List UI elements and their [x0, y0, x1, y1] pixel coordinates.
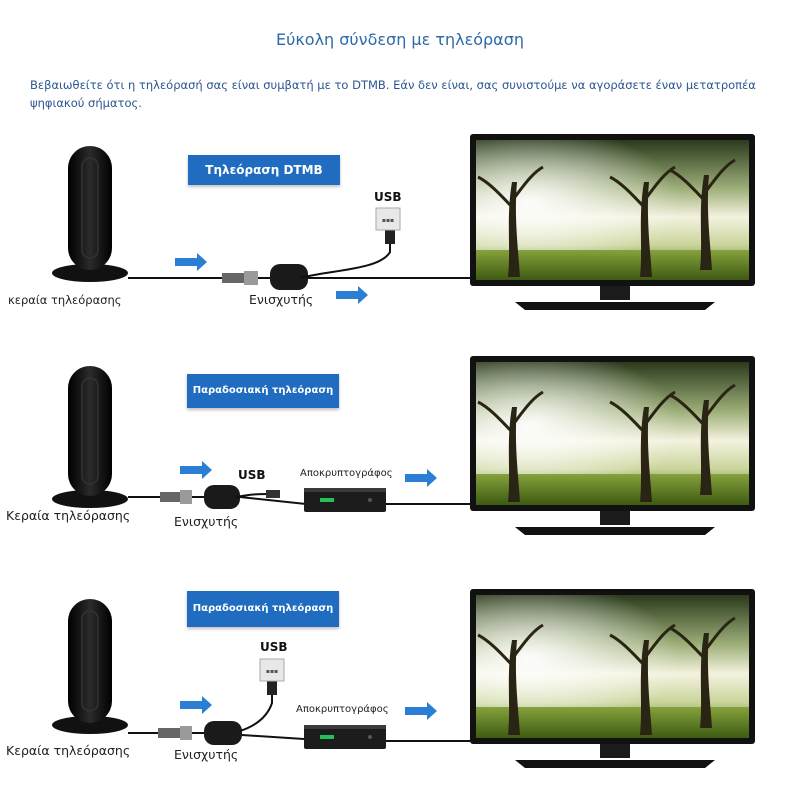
arrow-right-icon [180, 461, 212, 479]
intro-text: Βεβαιωθείτε ότι η τηλεόρασή σας είναι συ… [30, 78, 756, 110]
arrow-right-icon [175, 253, 207, 271]
diagram-dtmb: ▪▪▪ Τηλεόραση DTMB USB κεραία τηλεόρασης… [0, 130, 800, 320]
amplifier-icon [192, 485, 307, 509]
tv-icon [470, 134, 755, 310]
tv-type-badge: Παραδοσιακή τηλεόραση [187, 591, 339, 627]
usb-adapter-icon [235, 490, 280, 498]
traditional-connection-scene-1 [52, 356, 755, 535]
antenna-label: κεραία τηλεόρασης [8, 293, 122, 307]
coax-connector-icon [222, 271, 258, 285]
tv-type-badge: Τηλεόραση DTMB [188, 155, 340, 185]
amplifier-label: Ενισχυτής [174, 747, 239, 762]
usb-adapter-icon: ▪▪▪ [239, 658, 285, 732]
page-title: Εύκολη σύνδεση με τηλεόραση [276, 30, 524, 49]
antenna-icon [52, 366, 128, 508]
diagram-traditional-1: Παραδοσιακή τηλεόραση USB Αποκρυπτογράφο… [0, 352, 800, 542]
tv-icon [470, 589, 755, 768]
amplifier-icon [258, 264, 470, 290]
decoder-label: Αποκρυπτογράφος [300, 468, 393, 479]
antenna-label: Κεραία τηλεόρασης [6, 743, 131, 758]
antenna-icon [52, 599, 128, 734]
arrow-right-icon [336, 286, 368, 304]
antenna-icon [52, 146, 128, 282]
diagram-traditional-2: ▪▪▪ Παραδοσιακή τηλεόραση USB Αποκρυπτογ… [0, 585, 800, 775]
usb-label: USB [374, 190, 402, 204]
amplifier-label: Ενισχυτής [249, 292, 314, 307]
dtmb-connection-scene: ▪▪▪ [52, 134, 755, 310]
usb-label: USB [238, 468, 266, 482]
arrow-right-icon [405, 469, 437, 487]
coax-connector-icon [158, 726, 192, 740]
amplifier-label: Ενισχυτής [174, 514, 239, 529]
usb-adapter-icon: ▪▪▪ [299, 207, 401, 279]
arrow-right-icon [180, 696, 212, 714]
usb-label: USB [260, 640, 288, 654]
decoder-box-icon [304, 488, 470, 512]
decoder-label: Αποκρυπτογράφος [296, 704, 389, 715]
tv-icon [470, 356, 755, 535]
svg-text:▪▪▪: ▪▪▪ [382, 217, 394, 224]
antenna-label: Κεραία τηλεόρασης [6, 508, 131, 523]
svg-text:▪▪▪: ▪▪▪ [266, 668, 278, 675]
traditional-connection-scene-2: ▪▪▪ [52, 589, 755, 768]
tv-type-badge: Παραδοσιακή τηλεόραση [187, 374, 339, 408]
coax-connector-icon [160, 490, 192, 504]
arrow-right-icon [405, 702, 437, 720]
amplifier-icon [192, 721, 305, 745]
decoder-box-icon [304, 725, 470, 749]
